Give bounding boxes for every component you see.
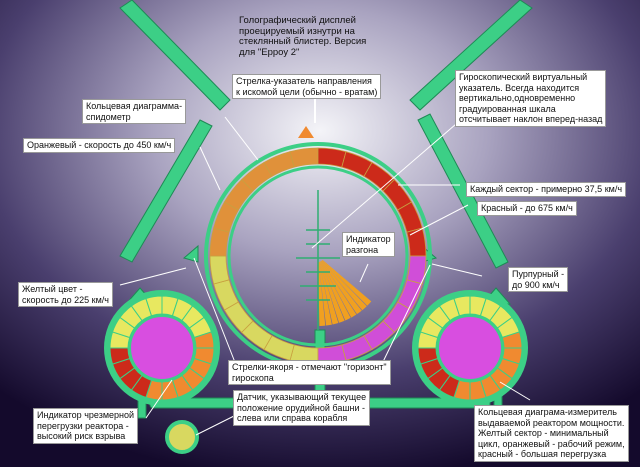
overload-line-3: высокий риск взрыва	[37, 431, 126, 441]
speed-ring-inner-frame	[227, 165, 409, 347]
turret-line-1: Датчик, указывающий текущее	[237, 392, 367, 402]
red-label: Красный - до 675 км/ч	[477, 201, 577, 216]
gyro-line-5: отсчитывает наклон вперед-назад	[459, 114, 603, 124]
accel-label: Индикатор разгона	[342, 232, 395, 257]
accel-wedge	[319, 261, 339, 325]
hologram-line-3: стеклянный блистер. Версия	[239, 36, 367, 47]
gyro-scale	[296, 190, 340, 330]
frame-bar-right	[417, 113, 509, 269]
direction-arrow	[298, 126, 314, 138]
direction-line-1: Стрелка-указатель направления	[236, 76, 372, 86]
overload-line-1: Индикатор чрезмерной	[37, 410, 135, 420]
accel-wedge	[318, 261, 332, 326]
direction-marker-bar	[314, 97, 316, 123]
accel-wedge	[322, 259, 372, 306]
purple-label: Пурпурный - до 900 км/ч	[508, 267, 569, 292]
hologram-line-4: для "Ерроу 2"	[239, 46, 300, 58]
turret-line-3: слева или справа корабля	[237, 413, 348, 423]
power-sector	[417, 347, 439, 365]
direction-label: Стрелка-указатель направления к искомой …	[232, 74, 382, 99]
turret-sensor	[165, 420, 199, 454]
gyro-line-3: вертикально,одновременно	[459, 93, 576, 103]
frame-bar-top-right	[409, 0, 533, 111]
accel-wedge	[321, 260, 367, 311]
frame-bar-left	[119, 119, 213, 263]
gyro-label: Гироскопический виртуальный указатель. В…	[455, 70, 607, 127]
horizon-line-1: Стрелки-якоря - отмечают "горизонт"	[232, 362, 387, 372]
overload-line-2: перегрузки реактора -	[37, 420, 129, 431]
power-sector	[109, 347, 131, 365]
speed-sector-red	[317, 147, 347, 168]
power-label: Кольцевая диаграма-измеритель выдаваемой…	[474, 405, 629, 462]
power-line-3: Желтый сектор - минимальный	[478, 428, 609, 438]
sector-label: Каждый сектор - примерно 37,5 км/ч	[466, 182, 627, 197]
orange-line-1: Оранжевый - скорость до 450 км/ч	[27, 140, 172, 150]
power-line-1: Кольцевая диаграма-измеритель	[478, 407, 617, 417]
power-line-5: красный - большая перегрузка	[478, 449, 607, 459]
accel-wedge	[319, 261, 345, 323]
yellow-line-1: Желтый цвет -	[22, 284, 83, 294]
power-core	[129, 315, 195, 381]
direction-line-2: к искомой цели (обычно - вратам)	[236, 86, 378, 97]
overload-label: Индикатор чрезмерной перегрузки реактора…	[33, 408, 139, 444]
accel-wedge	[318, 261, 326, 326]
accel-wedge	[320, 261, 351, 321]
horizon-label: Стрелки-якоря - отмечают "горизонт" гиро…	[228, 360, 391, 385]
hologram-label: Голографический дисплей проецируемый изн…	[236, 15, 369, 59]
power-core	[437, 315, 503, 381]
hologram-line-2: проецируемый изнутри на	[239, 25, 355, 37]
speed-sector-red	[406, 227, 427, 257]
purple-line-2: до 900 км/ч	[512, 279, 560, 290]
red-line-1: Красный - до 675 км/ч	[481, 203, 573, 213]
accel-line-1: Индикатор	[346, 234, 391, 244]
leader-lines	[119, 111, 531, 436]
yellow-line-2: скорость до 225 км/ч	[22, 294, 109, 305]
speed-sector-orange	[209, 227, 230, 257]
overload-indicator-ring	[104, 290, 220, 406]
orange-label: Оранжевый - скорость до 450 км/ч	[23, 138, 176, 153]
power-line-4: цикл, оранжевый - рабочий режим,	[478, 438, 625, 449]
hologram-line-1: Голографический дисплей	[239, 15, 356, 26]
frame-bar-top-left	[119, 0, 231, 111]
gyro-line-2: указатель. Всегда находится	[459, 82, 580, 93]
accel-wedge	[320, 261, 357, 318]
speed-sector-yellow	[209, 255, 230, 285]
accel-wedge	[321, 260, 362, 315]
sector-line-1: Каждый сектор - примерно 37,5 км/ч	[470, 184, 623, 194]
turret-line-2: положение орудийной башни -	[237, 402, 366, 413]
gyro-line-4: градуированная шкала	[459, 103, 556, 114]
ring-speedo-line-1: Кольцевая диаграмма-	[86, 101, 183, 111]
horizon-anchor-left	[182, 244, 199, 263]
accel-line-2: разгона	[346, 244, 379, 255]
power-ring	[412, 290, 528, 406]
ring-speedo-line-2: спидометр	[86, 111, 131, 122]
purple-line-1: Пурпурный -	[512, 269, 565, 279]
speed-sector-orange	[289, 147, 319, 168]
yellow-label: Желтый цвет - скорость до 225 км/ч	[18, 282, 113, 307]
gyro-line-1: Гироскопический виртуальный	[459, 72, 588, 82]
speed-ring	[204, 142, 432, 370]
horizon-line-2: гироскопа	[232, 372, 274, 383]
turret-label: Датчик, указывающий текущее положение ор…	[233, 390, 371, 426]
power-line-2: выдаваемой реактором мощности.	[478, 417, 625, 428]
acceleration-indicator	[318, 259, 372, 326]
ring-speedo-label: Кольцевая диаграмма- спидометр	[82, 99, 187, 124]
